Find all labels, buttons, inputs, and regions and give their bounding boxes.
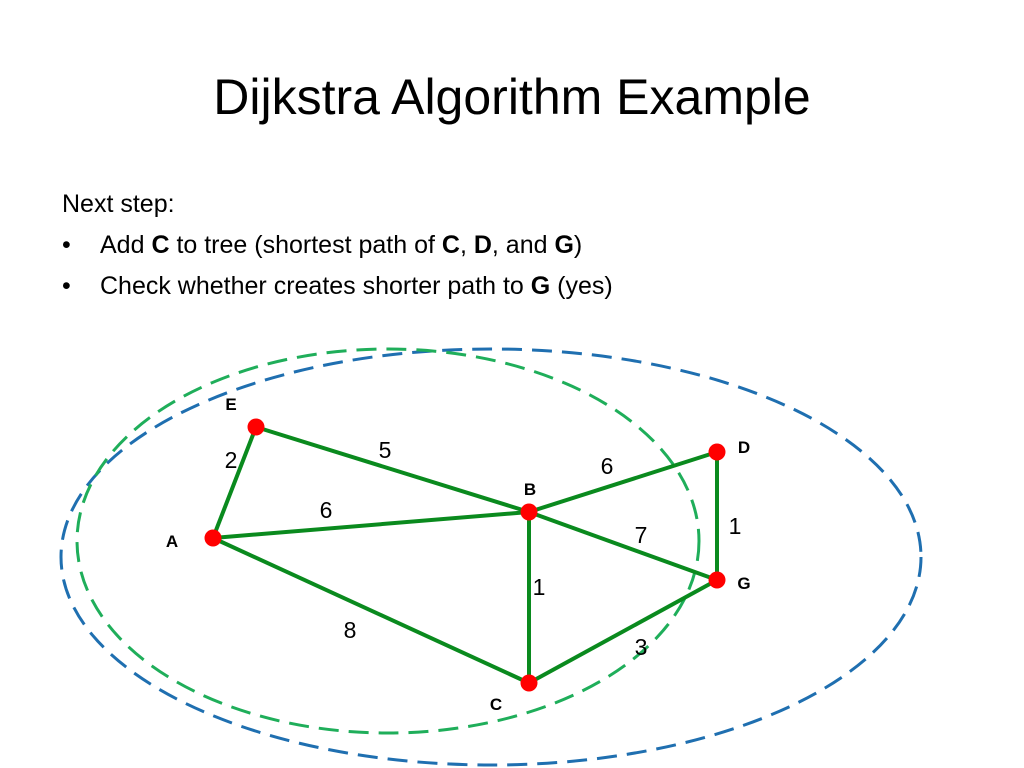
region-outlines [59, 347, 923, 767]
bullet-text-part: G [554, 231, 574, 259]
edge-b-d [528, 450, 718, 514]
edge-weight-e-b: 5 [379, 437, 392, 463]
edge-weight-c-g: 3 [635, 634, 648, 660]
edge-b-g [528, 510, 718, 582]
bullet-text-part: G [530, 272, 551, 300]
edge-e-b [255, 425, 530, 514]
bullet-text-part: C [151, 231, 170, 259]
node-label-e: E [225, 395, 236, 414]
bullet-item: • Add C to tree (shortest path of C, D, … [62, 225, 613, 266]
node-b [520, 503, 538, 521]
graph-nodes [204, 418, 726, 692]
node-label-d: D [738, 438, 750, 457]
edge-weight-a-e: 2 [225, 447, 238, 473]
bullet-text-part: C [441, 231, 460, 259]
intro-text: Next step: [62, 190, 175, 218]
edge-weight-b-c: 1 [533, 574, 546, 600]
node-label-g: G [737, 574, 750, 593]
edge-a-e [211, 426, 258, 539]
edge-c-g [528, 578, 718, 685]
bullet-text-part: (yes) [550, 272, 613, 300]
node-label-a: A [166, 532, 178, 551]
bullet-marker: • [62, 272, 71, 300]
bullet-text-part: to tree (shortest path of [169, 231, 442, 259]
edge-a-b [212, 510, 530, 540]
node-label-c: C [490, 695, 502, 714]
edge-weights: 2 5 6 8 6 7 1 3 1 [225, 437, 742, 660]
edge-weight-a-b: 6 [320, 497, 333, 523]
edge-weight-b-d: 6 [601, 453, 614, 479]
bullet-marker: • [62, 231, 71, 259]
node-labels: A B C D E G [166, 395, 751, 714]
graph-edges [211, 425, 719, 685]
bullet-text: Add C to tree (shortest path of C, D, an… [100, 231, 582, 259]
node-e [247, 418, 265, 436]
bullet-item: • Check whether creates shorter path to … [62, 266, 613, 307]
slide-body: Next step: • Add C to tree (shortest pat… [62, 184, 613, 307]
bullet-text-part: Check whether creates shorter path to [100, 272, 531, 300]
bullet-text-part: D [473, 231, 492, 259]
edge-a-c [212, 536, 530, 685]
edge-weight-a-c: 8 [344, 617, 357, 643]
bullet-text-part: , [459, 231, 474, 259]
outer-region-outline [59, 347, 923, 767]
bullet-text: Check whether creates shorter path to G … [100, 272, 613, 300]
bullet-text-part: ) [573, 231, 583, 259]
bullet-text-part: Add [100, 231, 152, 259]
node-d [708, 443, 726, 461]
node-label-b: B [524, 480, 536, 499]
bullet-text-part: , and [491, 231, 555, 259]
node-a [204, 529, 222, 547]
inner-region-outline [75, 347, 701, 735]
edge-weight-b-g: 7 [635, 522, 648, 548]
slide-title: Dijkstra Algorithm Example [213, 69, 811, 125]
node-g [708, 571, 726, 589]
edge-weight-d-g: 1 [729, 513, 742, 539]
node-c [520, 674, 538, 692]
